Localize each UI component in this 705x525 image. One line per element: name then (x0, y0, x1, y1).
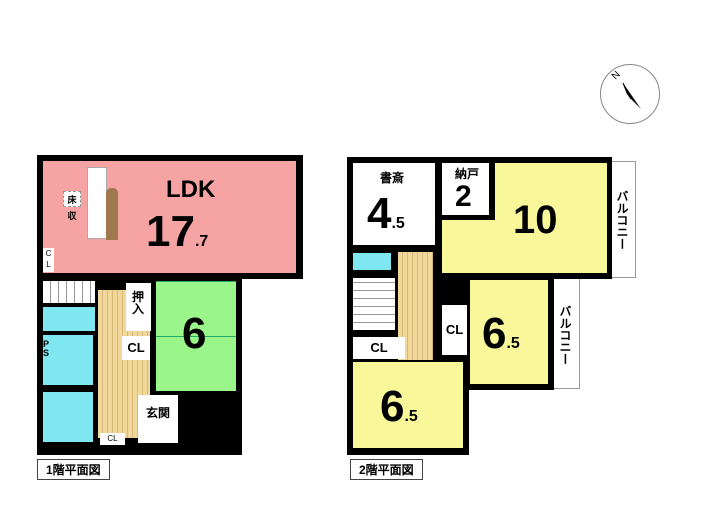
bedroom-bottom (353, 362, 463, 448)
washroom (43, 335, 93, 385)
stairs (43, 281, 95, 303)
nando-room (442, 163, 489, 215)
toilet (43, 307, 95, 331)
oshiire: 押入 (126, 283, 151, 331)
balcony-lower-label: バルコニー (558, 305, 572, 365)
bedroom-right-size: 6.5 (482, 309, 520, 358)
study-room (353, 163, 435, 245)
compass: N (600, 64, 660, 124)
tatami-size: 6 (182, 309, 207, 358)
ldk-name: LDK (166, 176, 216, 203)
nando-size: 2 (455, 180, 472, 213)
stairs-2f (353, 278, 395, 330)
bathroom (43, 392, 93, 442)
toilet-2f (353, 253, 391, 270)
north-arrow-icon (622, 82, 641, 109)
ldk-closet: C L (43, 248, 54, 272)
study-size: 4.5 (367, 189, 405, 238)
closet-left: CL (353, 337, 405, 359)
genkan: 玄関 (138, 395, 178, 443)
master-room (495, 163, 607, 273)
closet-mid: CL (442, 305, 467, 355)
balcony-upper-label: バルコニー (615, 190, 629, 250)
tatami-room (156, 281, 236, 391)
hall-closet: CL (122, 336, 150, 360)
nando-name: 納戸 (455, 167, 480, 181)
floor1-caption: 1階平面図 (37, 459, 110, 480)
balcony-lower (550, 278, 580, 389)
ldk-size: 17.7 (146, 207, 209, 256)
ps-label: P S (43, 339, 50, 358)
bedroom-bottom-size: 6.5 (380, 382, 418, 431)
kitchen-island (106, 188, 118, 240)
entry-closet: CL (100, 433, 125, 445)
study-name: 書斎 (380, 171, 405, 185)
ldk-room (43, 161, 296, 273)
master-size: 10 (513, 198, 558, 242)
kitchen-counter (87, 167, 107, 239)
floor2-caption: 2階平面図 (350, 459, 423, 480)
bedroom-right (470, 280, 548, 384)
floor-storage-label: 床収 (63, 191, 81, 221)
